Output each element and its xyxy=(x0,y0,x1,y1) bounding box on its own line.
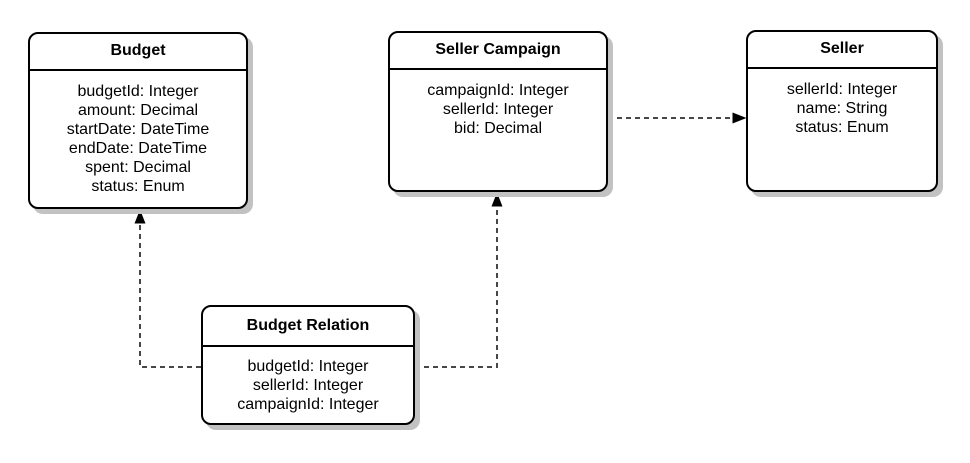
field: sellerId: Integer xyxy=(252,376,364,394)
field: budgetId: Integer xyxy=(77,82,199,100)
field: amount: Decimal xyxy=(77,101,199,119)
entity-budget-relation[interactable]: Budget Relation budgetId: Integer seller… xyxy=(201,305,415,425)
connector-line xyxy=(415,206,498,368)
field: endDate: DateTime xyxy=(68,139,208,157)
entity-fields: campaignId: Integer sellerId: Integer bi… xyxy=(390,70,606,138)
field: budgetId: Integer xyxy=(247,357,369,375)
entity-title: Budget Relation xyxy=(203,307,413,347)
connector-budget-relation-to-seller-campaign xyxy=(415,192,503,368)
field: campaignId: Integer xyxy=(237,395,379,413)
entity-title: Seller Campaign xyxy=(390,33,606,70)
arrowhead-up-icon xyxy=(491,192,503,207)
field: status: Enum xyxy=(795,118,889,136)
entity-fields: budgetId: Integer sellerId: Integer camp… xyxy=(203,347,413,414)
connector-line xyxy=(139,223,201,368)
entity-budget[interactable]: Budget budgetId: Integer amount: Decimal… xyxy=(28,32,248,209)
entity-seller-campaign[interactable]: Seller Campaign campaignId: Integer sell… xyxy=(388,31,608,192)
arrowhead-up-icon xyxy=(134,209,146,224)
entity-fields: budgetId: Integer amount: Decimal startD… xyxy=(30,71,246,196)
field: spent: Decimal xyxy=(85,158,191,176)
field: bid: Decimal xyxy=(453,119,543,137)
field: status: Enum xyxy=(91,177,185,195)
field: name: String xyxy=(796,99,888,117)
entity-seller[interactable]: Seller sellerId: Integer name: String st… xyxy=(746,30,938,192)
field: sellerId: Integer xyxy=(442,100,554,118)
connector-seller-campaign-to-seller xyxy=(608,112,747,124)
field: startDate: DateTime xyxy=(66,120,210,138)
entity-title: Budget xyxy=(30,34,246,71)
connector-budget-relation-to-budget xyxy=(134,209,201,368)
field: sellerId: Integer xyxy=(786,80,898,98)
field: campaignId: Integer xyxy=(427,81,569,99)
entity-title: Seller xyxy=(748,32,936,69)
arrowhead-right-icon xyxy=(732,112,747,124)
entity-fields: sellerId: Integer name: String status: E… xyxy=(748,69,936,137)
